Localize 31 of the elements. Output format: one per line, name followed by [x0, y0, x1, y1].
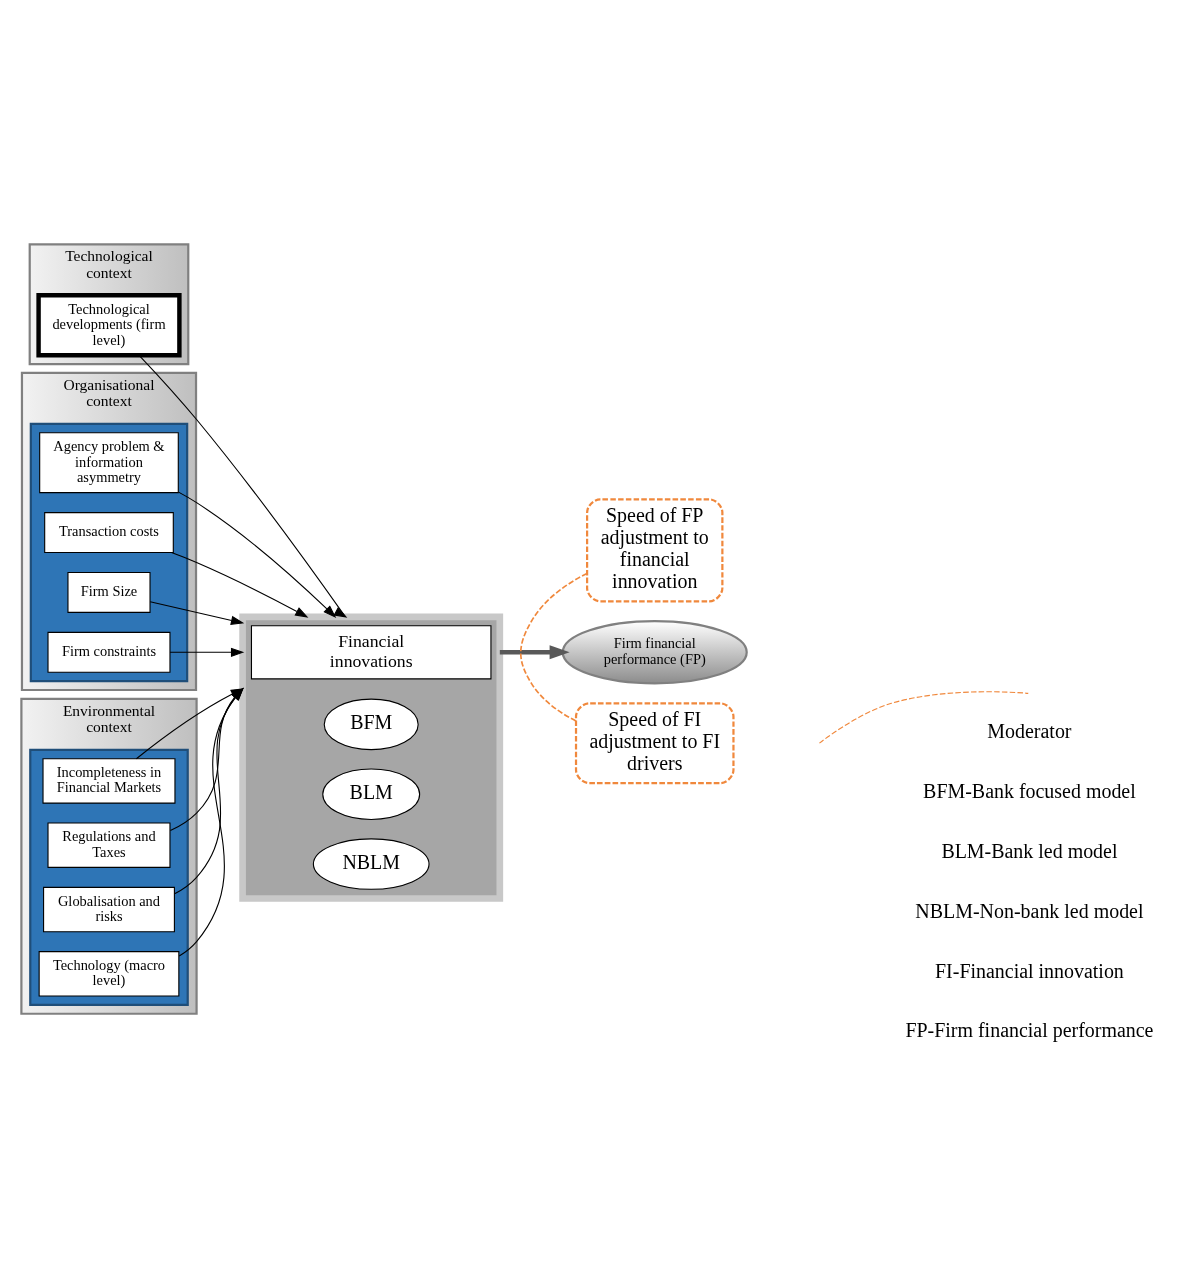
arrow [149, 601, 245, 625]
node-box: Globalisation and risks [43, 886, 175, 933]
node-box: Speed of FP adjustment to financial innovation [586, 498, 724, 603]
arrow [169, 647, 245, 657]
node-box: Firm Size [67, 571, 151, 613]
cluster [29, 422, 189, 683]
legend-label: Moderator [987, 720, 1072, 743]
label: BFM-Bank focused model [923, 780, 1136, 802]
node-ellipse: BLM [322, 768, 421, 821]
node-box: Transaction costs [44, 512, 174, 554]
node-box: Technological developments (firm level) [36, 293, 182, 358]
node-box: Incompleteness in Financial Markets [42, 758, 176, 804]
node-box: Technology (macro level) [38, 951, 180, 997]
label: FP-Firm financial performance [905, 1019, 1154, 1042]
cluster [239, 613, 504, 902]
arrow [138, 354, 348, 618]
arrow [178, 491, 337, 618]
node-box: Agency problem & information asymmetry [39, 432, 179, 494]
node-box: Financial innovations [250, 625, 492, 680]
node-box: Regulations and Taxes [47, 822, 171, 868]
node-box: Speed of FI adjustment to FI drivers [574, 702, 735, 785]
node-ellipse: Firm financial performance (FP) [561, 620, 748, 685]
label: BLM-Bank led model [941, 839, 1118, 862]
cluster [29, 748, 189, 1006]
connector [519, 572, 588, 722]
label: FI-Financial innovation [935, 959, 1124, 982]
label: NBLM-Non-bank led model [915, 899, 1144, 922]
node-ellipse: NBLM [312, 838, 430, 890]
node-ellipse: BFM [323, 698, 419, 751]
node-box: Firm constraints [47, 631, 171, 673]
arrow [499, 645, 570, 660]
